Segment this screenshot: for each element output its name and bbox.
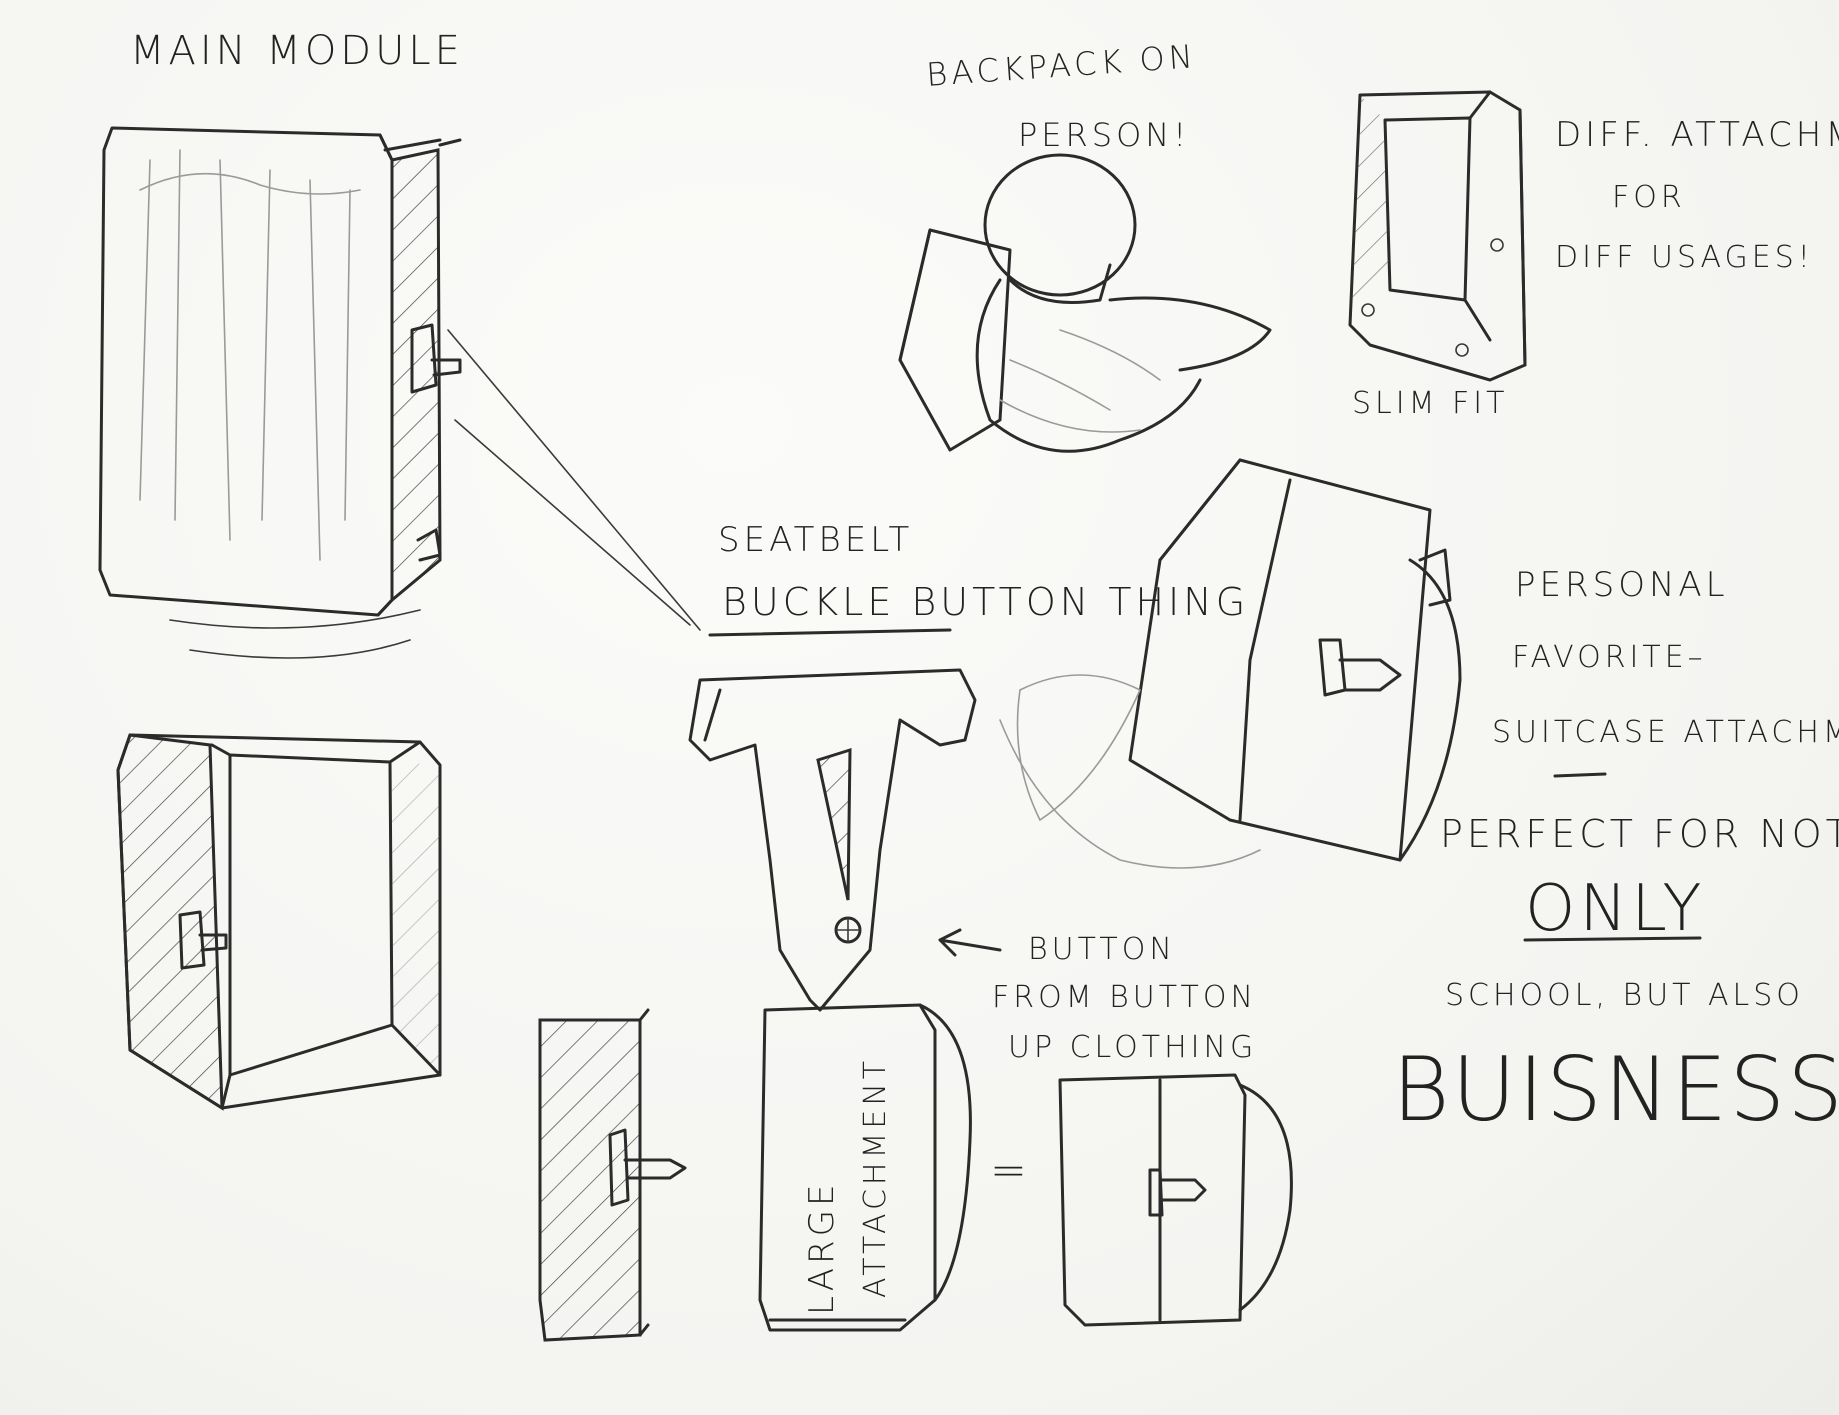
diff-attachment-label-line1: DIFF. ATTACHMEN [1555, 115, 1839, 155]
slim-fit-label: SLIM FIT [1352, 386, 1509, 421]
main-module-label: MAIN MODULE [130, 28, 464, 74]
large-attachment-label-line2: ATTACHMENT [858, 1056, 893, 1298]
combined-sketch [1058, 1073, 1293, 1327]
buisness-label: BUISNESS! [1392, 1038, 1839, 1141]
large-attachment-sketch [758, 1003, 972, 1332]
button-label-line3: UP CLOTHING [1008, 1030, 1258, 1065]
only-label: ONLY [1525, 872, 1706, 946]
button-label-line1: BUTTON [1028, 932, 1176, 967]
seatbelt-label-line1: SEATBELT [718, 520, 914, 560]
personal-label-line1: PERSONAL [1515, 565, 1729, 605]
seatbelt-label-line2: BUCKLE BUTTON THING [722, 580, 1250, 624]
slim-fit-sketch [1348, 90, 1527, 382]
diff-attachment-label-line2: FOR [1612, 180, 1686, 215]
open-module-sketch [116, 733, 442, 1111]
perfect-label: PERFECT FOR NOT [1440, 812, 1839, 856]
suitcase-attachment-sketch [999, 458, 1462, 869]
backpack-label-line2: PERSON! [1018, 116, 1191, 154]
large-attachment-label-line1: LARGE [802, 1180, 842, 1315]
side-piece-sketch [538, 1008, 687, 1342]
main-module-sketch [98, 126, 462, 659]
personal-label-line3: SUITCASE ATTACHMEN [1492, 715, 1839, 750]
backpack-on-person-sketch [898, 153, 1272, 453]
buckle-sketch [688, 668, 1002, 1012]
diff-attachment-label-line3: DIFF USAGES! [1555, 240, 1814, 275]
button-label-line2: FROM BUTTON [992, 980, 1257, 1015]
school-label: SCHOOL, BUT ALSO [1445, 978, 1804, 1013]
equals-sign: = [990, 1145, 1031, 1196]
personal-label-line2: FAVORITE– [1512, 640, 1707, 675]
